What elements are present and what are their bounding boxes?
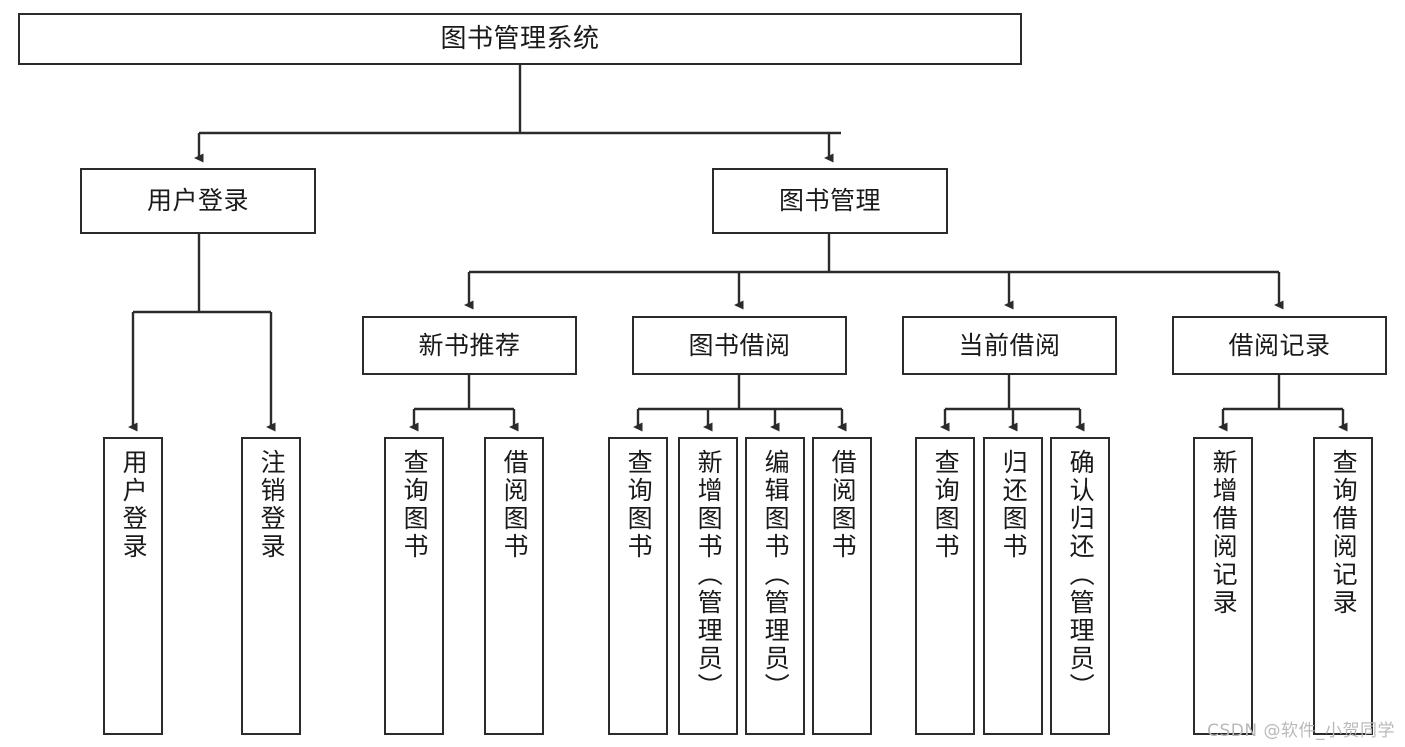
node-leaf-query-book-3-label: 查询图书 [931,449,961,561]
node-leaf-borrow-book-1-label: 借阅图书 [500,449,530,561]
node-leaf-edit-book[interactable]: 编辑图书（管理员） [745,437,805,735]
node-book-borrow-label: 图书借阅 [688,330,791,360]
node-leaf-return-book-label: 归还图书 [999,449,1029,561]
node-leaf-logout-login-label: 注销登录 [257,449,287,561]
node-leaf-user-login[interactable]: 用户登录 [103,437,163,735]
node-leaf-query-book-2-label: 查询图书 [624,449,654,561]
node-book-management[interactable]: 图书管理 [712,168,948,234]
node-leaf-add-record[interactable]: 新增借阅记录 [1193,437,1253,735]
node-root[interactable]: 图书管理系统 [18,13,1022,65]
node-leaf-confirm-return[interactable]: 确认归还（管理员） [1050,437,1110,735]
node-leaf-query-book-3[interactable]: 查询图书 [915,437,975,735]
node-user-login[interactable]: 用户登录 [80,168,316,234]
node-leaf-user-login-label: 用户登录 [119,449,149,561]
node-new-book-recommend-label: 新书推荐 [418,330,521,360]
node-leaf-logout-login[interactable]: 注销登录 [241,437,301,735]
node-leaf-query-record-label: 查询借阅记录 [1329,449,1359,617]
node-leaf-borrow-book-2-label: 借阅图书 [828,449,858,561]
node-current-borrow[interactable]: 当前借阅 [902,316,1117,375]
node-current-borrow-label: 当前借阅 [958,330,1061,360]
node-leaf-add-book[interactable]: 新增图书（管理员） [678,437,738,735]
node-new-book-recommend[interactable]: 新书推荐 [362,316,577,375]
node-leaf-query-book-1-label: 查询图书 [400,449,430,561]
node-leaf-add-book-label: 新增图书（管理员） [694,449,724,701]
node-leaf-query-book-2[interactable]: 查询图书 [608,437,668,735]
node-leaf-confirm-return-label: 确认归还（管理员） [1066,449,1096,701]
node-leaf-query-record[interactable]: 查询借阅记录 [1313,437,1373,735]
node-book-management-label: 图书管理 [778,186,881,216]
node-leaf-borrow-book-1[interactable]: 借阅图书 [484,437,544,735]
node-borrow-record-label: 借阅记录 [1228,330,1331,360]
node-user-login-label: 用户登录 [146,186,249,216]
node-leaf-edit-book-label: 编辑图书（管理员） [761,449,791,701]
node-leaf-query-book-1[interactable]: 查询图书 [384,437,444,735]
node-leaf-return-book[interactable]: 归还图书 [983,437,1043,735]
node-root-label: 图书管理系统 [440,23,600,54]
watermark: CSDN @软件_小贺同学 [1207,721,1395,741]
node-leaf-borrow-book-2[interactable]: 借阅图书 [812,437,872,735]
node-borrow-record[interactable]: 借阅记录 [1172,316,1387,375]
node-leaf-add-record-label: 新增借阅记录 [1209,449,1239,617]
node-book-borrow[interactable]: 图书借阅 [632,316,847,375]
